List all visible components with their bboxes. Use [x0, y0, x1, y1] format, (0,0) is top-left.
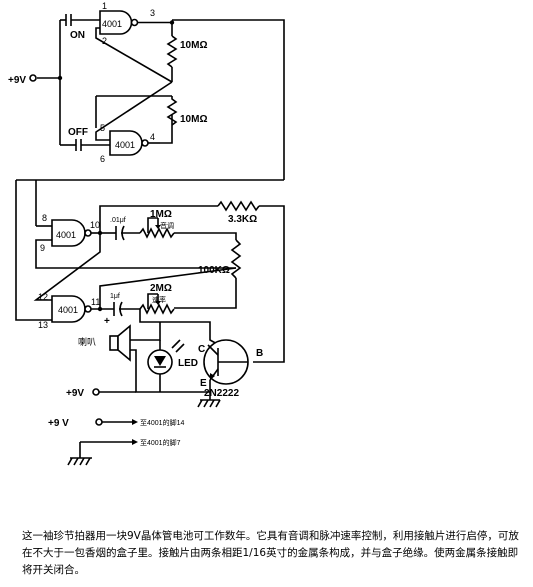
pot-tone-value: 1MΩ: [150, 209, 172, 220]
supply-terminal-transistor: [92, 388, 100, 396]
gate-u4-pin11: 11: [91, 297, 100, 307]
gate-u2-pin5: 5: [100, 123, 105, 133]
potentiometer-tone: [139, 227, 175, 239]
gate-u2-label: 4001: [115, 140, 135, 150]
potentiometer-rate: [139, 303, 175, 315]
ground-icon-2: [67, 442, 92, 466]
resistor-r1: [166, 35, 178, 68]
transistor-e-label: E: [200, 378, 207, 389]
connection-pin14: 至4001的脚14: [140, 418, 184, 427]
pot-tone-name: 音调: [160, 221, 174, 230]
led-icon: [147, 339, 185, 392]
gate-u2: 4001 5 6 4: [100, 123, 160, 164]
capacitor-c2-polarity: +: [104, 316, 110, 327]
gate-u3-label: 4001: [56, 230, 76, 240]
gate-u3-pin8: 8: [42, 213, 47, 223]
caption-text: 这一袖珍节拍器用一块9V晶体管电池可工作数年。它具有音调和脉冲速率控制，利用接触…: [22, 530, 519, 576]
resistor-r3-value: 3.3KΩ: [228, 214, 257, 225]
metronome-circuit-schematic: ON 4001 1 2 3 10MΩ 10MΩ: [8, 1, 285, 466]
off-switch: [68, 139, 110, 151]
gate-u1: 4001 1 2 3: [99, 1, 172, 46]
gate-u4-pin12: 12: [38, 292, 48, 302]
pot-rate-value: 2MΩ: [150, 283, 172, 294]
led-label: LED: [178, 358, 198, 369]
gate-u3-pin9: 9: [40, 243, 45, 253]
gate-u4-pin13: 13: [38, 320, 48, 330]
gate-u1-pin2: 2: [102, 36, 107, 46]
pot-rate-name: 速率: [152, 295, 166, 304]
on-switch-label: ON: [70, 30, 85, 41]
oscillator-section: 4001 8 9 10 3.3KΩ .01μf 1MΩ 音调 100KΩ: [32, 180, 285, 408]
supply-label-transistor: +9V: [66, 388, 84, 399]
capacitor-c1-value: .01μf: [110, 217, 126, 224]
supply-label-main: +9V: [8, 75, 26, 86]
gate-u2-pin4: 4: [150, 132, 155, 142]
gate-u3: 4001 8 9 10: [40, 213, 100, 253]
speaker-label: 喇叭: [78, 336, 96, 347]
resistor-r1-value: 10MΩ: [180, 40, 207, 51]
supply-label-pin14: +9 V: [48, 418, 69, 429]
transistor-icon: [203, 339, 249, 385]
gate-u1-pin3: 3: [150, 8, 155, 18]
gate-u4: 4001 12 13 11: [38, 292, 100, 330]
supply-terminal-9v: [29, 74, 37, 82]
speaker-icon: [109, 324, 131, 362]
resistor-r2: [166, 96, 178, 126]
gate-u3-pin10: 10: [90, 220, 100, 230]
gate-u1-pin1: 1: [102, 1, 107, 11]
resistor-r4: [230, 239, 242, 279]
transistor-model: 2N2222: [204, 388, 239, 399]
on-switch: [65, 14, 100, 26]
ground-icon: [197, 399, 221, 408]
gate-u4-label: 4001: [58, 305, 78, 315]
capacitor-c2-value: 1μf: [110, 293, 120, 300]
gate-u2-pin6: 6: [100, 154, 105, 164]
connection-pin7: 至4001的脚7: [140, 438, 181, 447]
power-connections: +9 V 至4001的脚14 至4001的脚7: [48, 418, 184, 466]
resistor-r3: [217, 200, 260, 212]
top-flip-flop: ON 4001 1 2 3 10MΩ 10MΩ: [15, 1, 285, 321]
resistor-r2-value: 10MΩ: [180, 114, 207, 125]
transistor-b-label: B: [256, 348, 263, 359]
gate-u1-label: 4001: [102, 19, 122, 29]
transistor-c-label: C: [198, 344, 205, 355]
off-switch-label: OFF: [68, 127, 88, 138]
